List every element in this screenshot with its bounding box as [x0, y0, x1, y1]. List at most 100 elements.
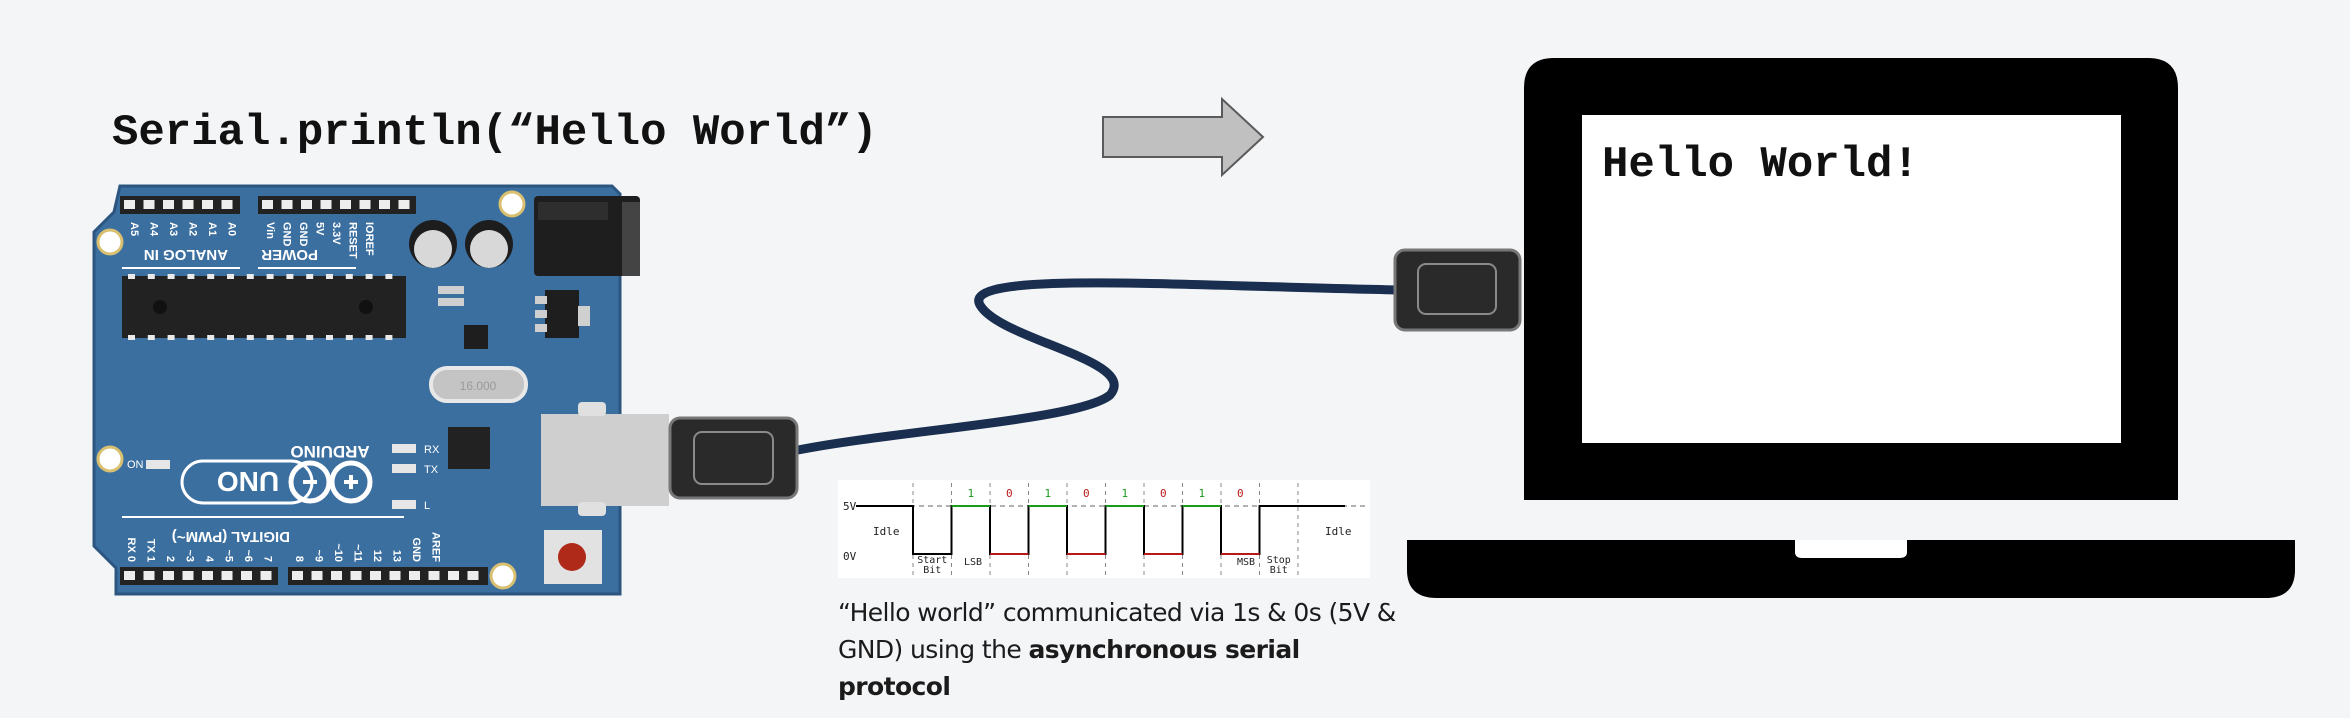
pin-label: AREF: [430, 532, 442, 562]
capacitor: [409, 220, 457, 268]
header-pin: [467, 571, 479, 580]
header-pin: [281, 200, 293, 209]
chip-pin: [246, 335, 254, 340]
header-pin: [428, 571, 440, 580]
voltage-regulator: [545, 290, 579, 338]
led-label: RX: [424, 444, 440, 456]
chip-pin: [227, 335, 234, 340]
capacitor: [465, 220, 513, 268]
laptop-usb-plug: [1393, 248, 1522, 332]
pin-label: A0: [226, 222, 238, 236]
status-led: [392, 500, 416, 509]
laptop-screen: [1582, 115, 2121, 443]
small-chip: [464, 325, 488, 349]
pin-label: 8: [293, 556, 305, 562]
header-pin: [448, 571, 459, 580]
usb-b-socket: [541, 402, 669, 516]
mounting-hole: [96, 445, 124, 473]
crystal-oscillator: 16.000: [429, 366, 528, 403]
header-pin: [202, 571, 213, 580]
chip-pin: [306, 274, 314, 279]
board-brand: ARDUINO: [290, 442, 369, 461]
chip-pin: [147, 274, 155, 279]
chip-pin: [306, 335, 314, 340]
pin-label: ~11: [352, 544, 364, 562]
bit-value-label: 1: [1198, 487, 1205, 500]
chip-pin: [326, 335, 333, 340]
pin-label: Vin: [264, 222, 276, 239]
microcontroller-chip: [122, 276, 406, 338]
chip-pin: [207, 274, 215, 279]
analog-header-label: ANALOG IN: [144, 246, 228, 263]
pin-label: 13: [391, 550, 403, 562]
lsb-label: LSB: [964, 557, 982, 568]
pin-label: GND: [281, 222, 293, 247]
pin-label: A4: [148, 222, 160, 237]
bit-value-label: 0: [1083, 487, 1090, 500]
header-pin: [124, 200, 135, 209]
caption-emphasis: asynchronous serial protocol: [838, 635, 1300, 701]
chip-pin: [326, 274, 333, 279]
uno-logo: UNO: [180, 459, 314, 505]
pin-label: 7: [262, 556, 274, 562]
power-header-label: POWER: [261, 246, 318, 263]
chip-pin: [266, 335, 274, 340]
chip-pin: [246, 274, 254, 279]
arduino-infinity-logo: [288, 460, 373, 504]
header-pin: [262, 200, 273, 209]
pin-label: GND: [297, 222, 309, 247]
chip-pin: [365, 335, 373, 340]
chip-pin: [187, 274, 195, 279]
header-pin: [241, 571, 252, 580]
reset-button: [544, 530, 602, 584]
header-pin: [124, 571, 135, 580]
serial-print-code: Serial.println(“Hello World”): [112, 108, 878, 158]
pin-label: 2: [164, 556, 176, 562]
power-header: [258, 196, 416, 214]
chip-pin: [207, 335, 215, 340]
on-led-label: ON: [127, 459, 144, 471]
voltage-high-label: 5V: [843, 500, 857, 513]
idle-right-label: Idle: [1325, 525, 1352, 538]
pin-label: 4: [203, 556, 215, 563]
voltage-low-label: 0V: [843, 550, 857, 563]
pin-label: 5V: [314, 222, 326, 236]
bit-value-label: 0: [1237, 487, 1244, 500]
header-pin: [340, 200, 351, 209]
on-led: [146, 460, 170, 469]
laptop-notch: [1795, 540, 1907, 558]
pin-label: IOREF: [363, 222, 375, 256]
header-pin: [163, 200, 174, 209]
header-pin: [143, 200, 155, 209]
laptop-base: [1407, 540, 2295, 598]
header-pin: [221, 200, 233, 209]
header-pin: [311, 571, 323, 580]
chip-pin: [167, 274, 175, 279]
chip-pin: [187, 335, 195, 340]
chip-pin: [286, 274, 294, 279]
idle-left-label: Idle: [873, 525, 900, 538]
header-pin: [389, 571, 401, 580]
pin-label: ~3: [184, 549, 196, 562]
header-pin: [320, 200, 332, 209]
pin-label: RESET: [347, 222, 359, 259]
header-pin: [379, 200, 390, 209]
status-led: [392, 464, 416, 473]
pin-label: ~10: [332, 543, 344, 562]
pin-label: A5: [128, 222, 140, 236]
digital-header-label: DIGITAL (PWM~): [172, 528, 290, 545]
header-pin: [370, 571, 381, 580]
digital-header-low: [120, 567, 278, 585]
protocol-caption: “Hello world” communicated via 1s & 0s (…: [838, 594, 1398, 705]
crystal-label: 16.000: [460, 379, 497, 393]
header-pin: [409, 571, 420, 580]
mounting-hole: [96, 228, 124, 256]
mounting-hole: [489, 562, 517, 590]
power-jack: [534, 196, 640, 276]
msb-label: MSB: [1237, 557, 1255, 568]
pin-label: ~9: [313, 549, 325, 562]
laptop-screen-output: Hello World!: [1602, 140, 1919, 190]
